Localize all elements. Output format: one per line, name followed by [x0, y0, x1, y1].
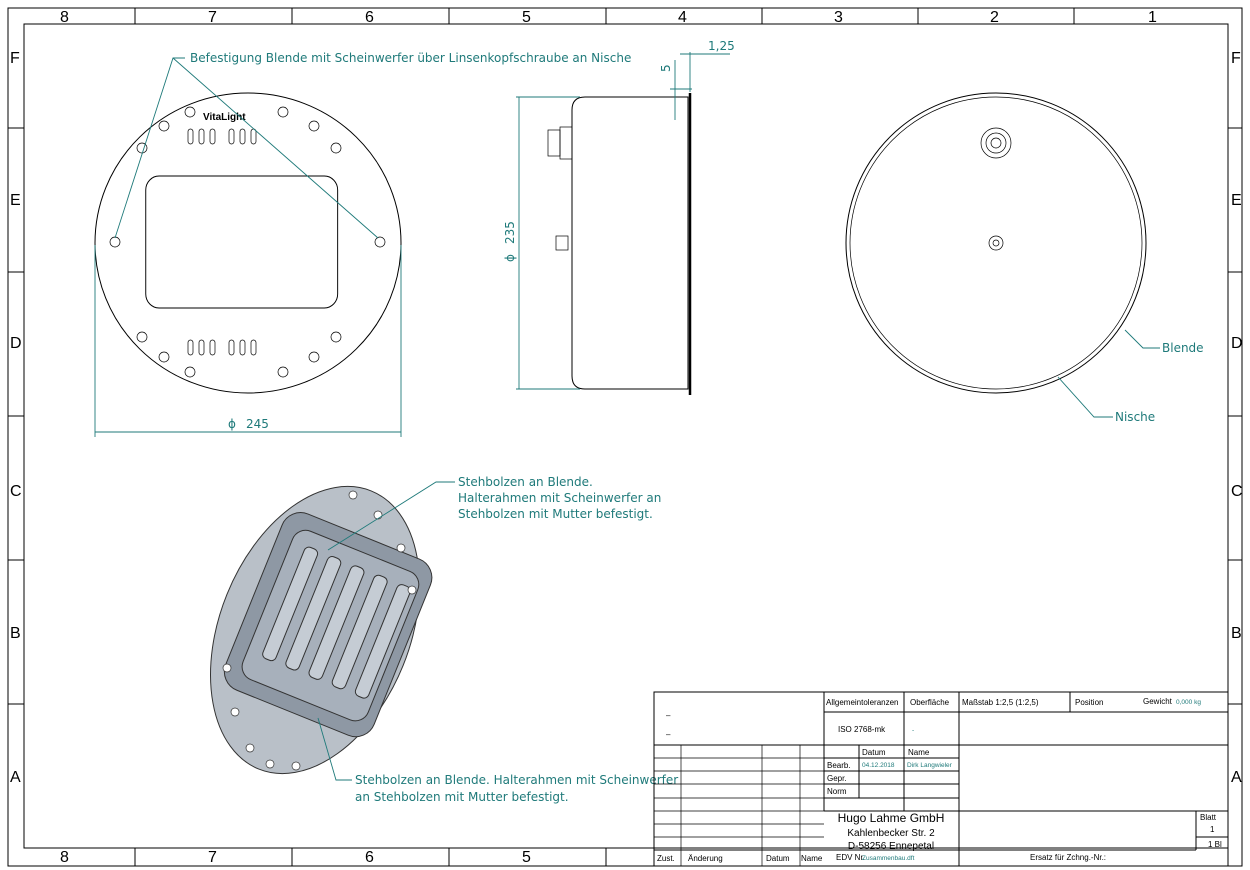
tolerances-header: Allgemeintoleranzen [826, 698, 899, 707]
lens-window [145, 175, 339, 309]
weight-value: 0,000 kg [1176, 699, 1201, 706]
zone-col-5-bottom: 5 [522, 849, 531, 866]
outer-frame [7, 7, 1243, 867]
screw-hole-left [109, 236, 121, 248]
zone-col-6-bottom: 6 [365, 849, 374, 866]
inner-frame [23, 23, 1229, 849]
replacement-label: Ersatz für Zchng.-Nr.: [1030, 853, 1106, 862]
zone-row-c: C [10, 483, 22, 500]
zone-row-d-right: D [1231, 335, 1243, 352]
zone-col-5: 5 [522, 9, 531, 26]
cable-gland-rear [980, 127, 1012, 159]
norm-label: Norm [827, 787, 847, 796]
sheet-number: 1 [1210, 825, 1215, 834]
weight-label: Gewicht [1143, 697, 1173, 706]
tolerance-value: ISO 2768-mk [838, 725, 886, 734]
company-city: D-58256 Ennepetal [848, 841, 934, 852]
position-label: Position [1075, 698, 1103, 707]
zone-row-f: F [10, 50, 20, 67]
zone-col-4: 4 [678, 9, 687, 26]
dash-1: – [666, 711, 671, 720]
gepr-label: Gepr. [827, 774, 847, 783]
diameter-symbol-235: ϕ [503, 254, 517, 262]
datum-header: Datum [862, 748, 886, 757]
zone-grid [8, 8, 1242, 866]
zone-row-a-right: A [1231, 769, 1242, 786]
zone-col-8: 8 [60, 9, 69, 26]
center-bolt [988, 235, 1004, 251]
sheet-label: Blatt [1200, 813, 1217, 822]
bearb-date: 04.12.2018 [862, 762, 895, 769]
niche-outline [845, 92, 1147, 394]
zone-row-c-right: C [1231, 483, 1243, 500]
surface-header: Oberfläche [910, 698, 950, 707]
dash-2: – [666, 730, 671, 739]
zone-column-labels-bottom: 8 7 6 5 [60, 849, 531, 866]
cable-gland [547, 129, 561, 157]
surface-value: - [912, 727, 914, 734]
bearb-label: Bearb. [827, 761, 851, 770]
bolt-nut [555, 235, 569, 251]
dimension-5: 5 [659, 64, 673, 72]
fastening-note: Befestigung Blende mit Scheinwerfer über… [190, 51, 631, 65]
note-bottom-line2: an Stehbolzen mit Mutter befestigt. [355, 790, 569, 804]
dimension-235: 235 [503, 221, 517, 244]
zone-row-e: E [10, 192, 21, 209]
scale-label: Maßstab 1:2,5 (1:2,5) [962, 698, 1039, 707]
mounting-holes [109, 106, 386, 378]
title-block: – – Allgemeintoleranzen Oberfläche Maßst… [653, 691, 1229, 867]
zone-row-b-right: B [1231, 625, 1242, 642]
zone-row-b: B [10, 625, 21, 642]
zone-row-labels: F E D C B A F E D C B A [10, 50, 1243, 786]
diameter-symbol: ϕ [228, 417, 236, 431]
name-header: Name [908, 748, 930, 757]
sheet-total: 1 Bl [1208, 840, 1222, 849]
bearb-name: Dirk Langwieler [907, 762, 953, 769]
screw-hole-right [374, 236, 386, 248]
dimension-1-25: 1,25 [708, 39, 735, 53]
zone-col-7-bottom: 7 [208, 849, 217, 866]
zone-row-a: A [10, 769, 21, 786]
company-street: Kahlenbecker Str. 2 [847, 828, 935, 839]
note-bottom-line1: Stehbolzen an Blende. Halterahmen mit Sc… [355, 773, 678, 787]
zone-col-7: 7 [208, 9, 217, 26]
datum-col-label: Datum [766, 854, 790, 863]
front-view: VitaLight Befestigung Blende mit Scheinw… [94, 51, 631, 437]
note-top-line1: Stehbolzen an Blende. [458, 475, 593, 489]
zone-col-8-bottom: 8 [60, 849, 69, 866]
dimension-245: 245 [246, 417, 269, 431]
label-nische: Nische [1115, 410, 1155, 424]
zone-col-3: 3 [834, 9, 843, 26]
zone-column-labels-top: 8 7 6 5 4 3 2 1 [60, 9, 1157, 26]
faceplate-outline [94, 92, 402, 394]
note-top-line2: Halterahmen mit Scheinwerfer an [458, 491, 661, 505]
edv-value: Zusammenbau.dft [862, 855, 915, 862]
name-col-label: Name [801, 854, 823, 863]
isometric-view: Stehbolzen an Blende. Halterahmen mit Sc… [210, 475, 678, 804]
zone-row-e-right: E [1231, 192, 1242, 209]
zone-col-2: 2 [990, 9, 999, 26]
edv-label: EDV Nr. [836, 853, 865, 862]
zone-col-6: 6 [365, 9, 374, 26]
zust-label: Zust. [657, 854, 675, 863]
side-view: ϕ 235 5 1,25 [503, 39, 735, 395]
zone-col-1: 1 [1148, 9, 1157, 26]
brand-logo: VitaLight [203, 112, 246, 123]
rear-view: Blende Nische [845, 92, 1204, 424]
blende-outline [849, 96, 1143, 390]
label-blende: Blende [1162, 341, 1204, 355]
zone-row-d: D [10, 335, 22, 352]
company-name: Hugo Lahme GmbH [838, 811, 945, 825]
vent-slots [187, 128, 257, 356]
note-top-line3: Stehbolzen mit Mutter befestigt. [458, 507, 653, 521]
zone-row-f-right: F [1231, 50, 1241, 67]
aenderung-label: Änderung [688, 854, 723, 863]
